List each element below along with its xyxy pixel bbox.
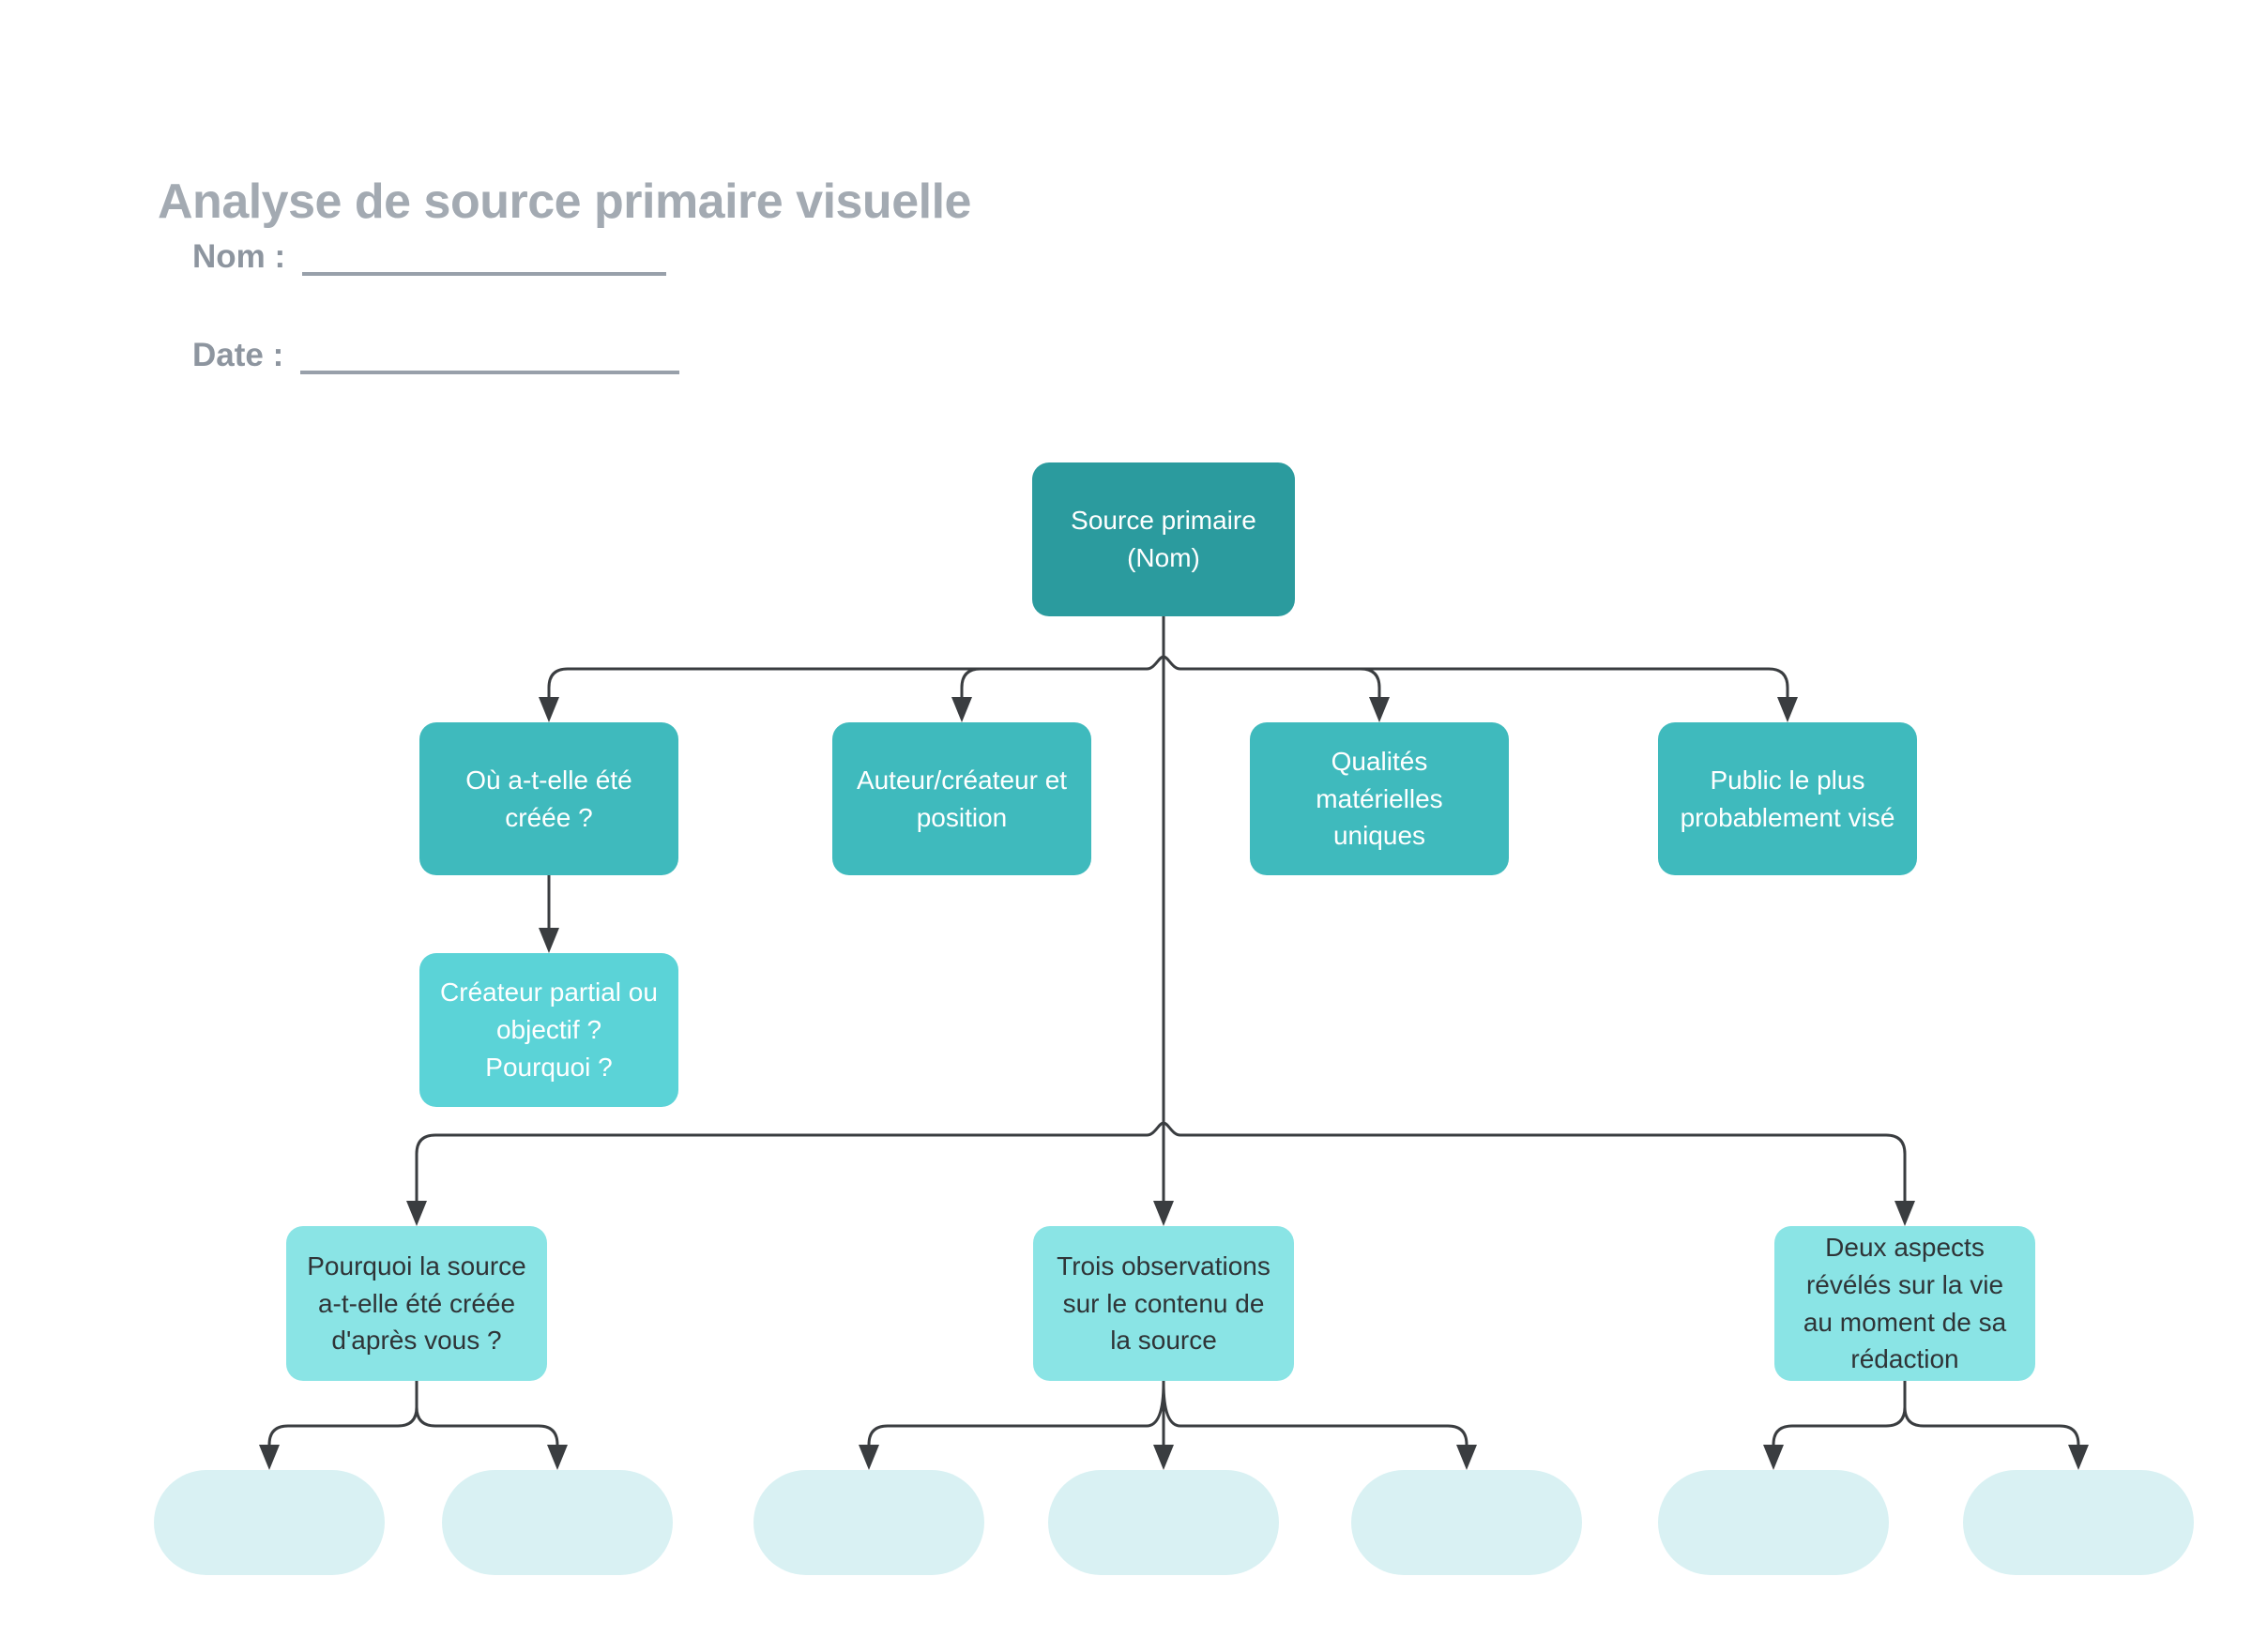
name-blank-line[interactable] (302, 236, 667, 276)
connector-fork-aspects (1772, 1381, 2080, 1447)
connector-root-to-level2 (547, 616, 1789, 1204)
node-qualites-materielles: Qualités matérielles uniques (1250, 722, 1509, 875)
answer-slot-5[interactable] (1351, 1470, 1582, 1575)
answer-slot-3[interactable] (753, 1470, 984, 1575)
connector-drop-qualities (1360, 667, 1381, 700)
connector-trunk-to-level3 (415, 1121, 1907, 1204)
node-trois-observations: Trois observations sur le contenu de la … (1033, 1226, 1294, 1381)
date-field-row: Date : (192, 335, 680, 374)
name-label: Nom : (192, 238, 286, 275)
node-auteur-createur: Auteur/créateur et position (832, 722, 1091, 875)
date-blank-line[interactable] (300, 335, 680, 374)
node-source-primaire: Source primaire (Nom) (1032, 462, 1295, 616)
node-ou-creee: Où a-t-elle été créée ? (419, 722, 678, 875)
node-public-vise: Public le plus probablement visé (1658, 722, 1917, 875)
page-title: Analyse de source primaire visuelle (158, 174, 971, 229)
answer-slot-1[interactable] (154, 1470, 385, 1575)
answer-slot-4[interactable] (1048, 1470, 1279, 1575)
arrowheads (259, 697, 2089, 1470)
answer-slot-6[interactable] (1658, 1470, 1889, 1575)
date-label: Date : (192, 337, 284, 373)
name-field-row: Nom : (192, 236, 667, 276)
answer-slot-2[interactable] (442, 1470, 673, 1575)
node-createur-partial: Créateur partial ou objectif ? Pourquoi … (419, 953, 678, 1107)
connector-level2-bar (547, 655, 1789, 700)
node-deux-aspects: Deux aspects révélés sur la vie au momen… (1774, 1226, 2035, 1381)
connector-level3-bar (415, 1121, 1907, 1204)
node-pourquoi-creee: Pourquoi la source a-t-elle été créée d'… (286, 1226, 547, 1381)
connector-drop-author (960, 667, 981, 700)
connector-fork-observations (867, 1381, 1468, 1447)
connector-fork-why (267, 1381, 559, 1447)
answer-slot-7[interactable] (1963, 1470, 2194, 1575)
